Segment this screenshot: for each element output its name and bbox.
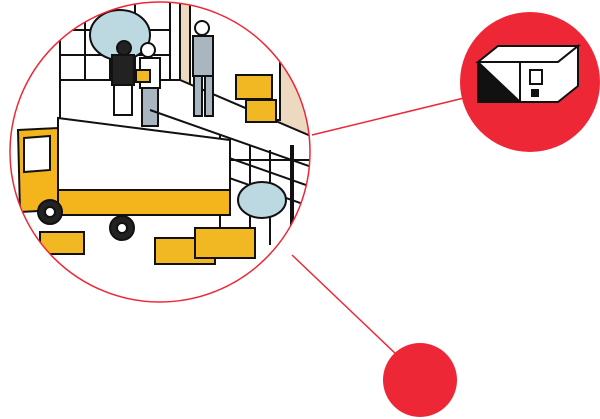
connector-line-bottom	[291, 254, 399, 357]
cargo-box-badge	[460, 12, 600, 152]
scene-circle-outline	[9, 1, 311, 303]
delivery-scene-illustration	[10, 2, 310, 302]
cargo-box-icon	[475, 43, 581, 103]
connector-dot	[383, 343, 457, 417]
connector-line-top	[311, 97, 465, 136]
